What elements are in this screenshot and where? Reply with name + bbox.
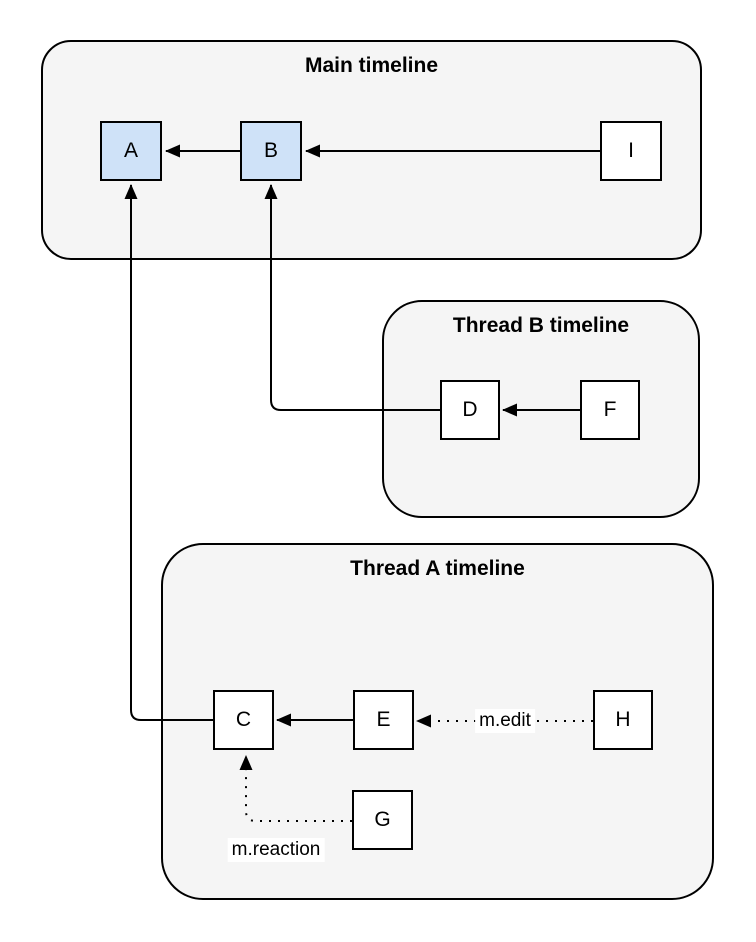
- edge-label-m-edit: m.edit: [475, 709, 535, 733]
- node-i: I: [600, 121, 662, 181]
- group-title-main-timeline: Main timeline: [304, 54, 439, 77]
- group-title-thread-b-timeline: Thread B timeline: [452, 314, 630, 337]
- node-e: E: [353, 690, 414, 750]
- node-g-label: G: [374, 808, 391, 831]
- edge-d-to-b: [264, 184, 440, 411]
- node-g: G: [352, 790, 413, 850]
- node-a: A: [100, 121, 162, 181]
- node-b: B: [240, 121, 302, 181]
- node-c-label: C: [235, 708, 252, 731]
- node-i-label: I: [628, 139, 634, 162]
- group-title-thread-a-timeline: Thread A timeline: [350, 557, 525, 580]
- node-e-label: E: [376, 708, 391, 731]
- node-b-label: B: [263, 139, 278, 162]
- edge-label-m-reaction: m.reaction: [227, 838, 325, 862]
- node-a-label: A: [123, 139, 138, 162]
- node-c: C: [213, 690, 274, 750]
- node-f: F: [580, 380, 640, 440]
- node-h-label: H: [615, 708, 631, 731]
- edge-g-to-c: [239, 755, 352, 822]
- edge-c-to-a: [124, 184, 213, 721]
- node-h: H: [593, 690, 653, 750]
- node-d-label: D: [462, 398, 478, 421]
- node-f-label: F: [603, 398, 617, 421]
- node-d: D: [440, 380, 500, 440]
